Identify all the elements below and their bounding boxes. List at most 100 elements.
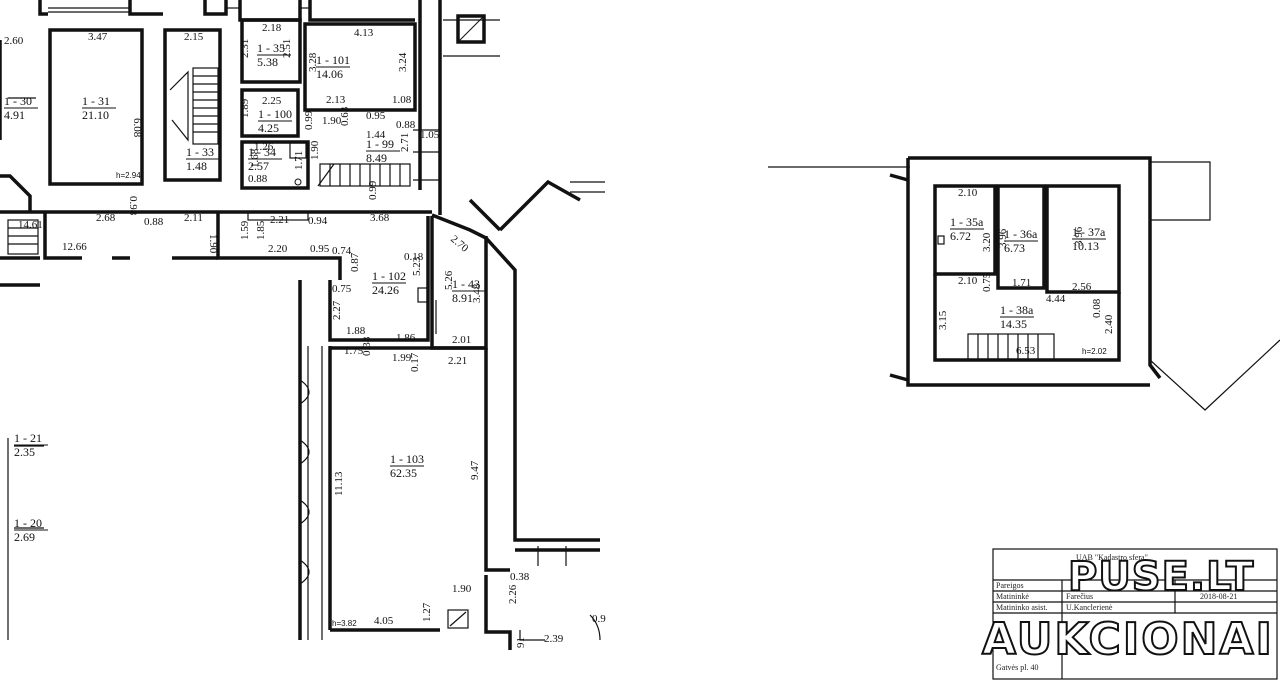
room-area-label: 4.91 (4, 108, 25, 122)
room-area-label: 24.26 (372, 283, 399, 297)
room-area-label: 5.38 (257, 55, 278, 69)
dimension-label: 2.26 (507, 584, 519, 604)
dimension-label: 1.90 (452, 583, 472, 595)
room-area-label: 2.35 (14, 445, 35, 459)
room-id-label: 1 - 35a (950, 215, 984, 229)
dimension-label: 3.68 (370, 212, 390, 224)
room-area-label: 6.73 (1004, 241, 1025, 255)
watermark-line2: AUKCIONAI (981, 613, 1274, 666)
dimension-label: 1.68 (249, 148, 261, 168)
room-area-label: 4.25 (258, 121, 279, 135)
title-block-assistant-label: Matininko asist. (996, 603, 1048, 612)
room-id-label: 1 - 99 (366, 137, 394, 151)
dimension-label: 0.88 (144, 216, 164, 228)
room-area-label: 10.13 (1072, 239, 1099, 253)
left-plan-details (7, 7, 605, 641)
title-block-assistant-value: U.Kanclerienė (1066, 603, 1113, 612)
room-area-label: 6.72 (950, 229, 971, 243)
dimension-label: 3.96 (997, 228, 1009, 248)
dimension-label: 3.15 (937, 310, 949, 330)
dimension-label: 0.9 (592, 613, 606, 625)
dimension-label: 2.20 (268, 243, 288, 255)
room-area-label: 1.48 (186, 159, 207, 173)
dimension-label: 1.05 (420, 129, 440, 141)
dimension-label: 4.05 (374, 615, 394, 627)
dimension-label: 5.26 (443, 270, 455, 290)
dimension-label: 0.95 (366, 110, 386, 122)
dimension-label: 2.70 (448, 233, 471, 255)
dimension-label: h=3.82 (332, 619, 357, 628)
dimension-label: 0.98 (127, 196, 139, 216)
dimension-label: 2.25 (262, 95, 282, 107)
dimension-label: 1.27 (421, 602, 433, 622)
room-id-label: 1 - 103 (390, 452, 424, 466)
room-id-label: 1 - 21 (14, 431, 42, 445)
dimension-label: 0.88 (396, 119, 416, 131)
dimension-label: 0.75 (981, 272, 993, 292)
dimension-label: 2.27 (331, 300, 343, 320)
dimension-label: 1.88 (346, 325, 366, 337)
dimension-label: 1.71 (1012, 277, 1031, 289)
dimension-label: 0.38 (361, 336, 373, 356)
watermark-line1: PUSE.LT (1067, 553, 1255, 601)
left-plan-walls (0, 0, 600, 650)
room-id-label: 1 - 33 (186, 145, 214, 159)
dimension-label: 0.63 (339, 106, 351, 126)
dimension-label: 3.20 (981, 232, 993, 252)
title-block-bottom-label: Gatvės pl. 40 (996, 663, 1038, 672)
room-area-label: 2.69 (14, 530, 35, 544)
dimension-label: 12.66 (62, 241, 87, 253)
dimension-label: 1.86 (396, 332, 416, 344)
dimension-label: 1.90 (309, 140, 321, 160)
dimension-label: 0.08 (1091, 298, 1103, 318)
room-id-label: 1 - 43 (452, 277, 480, 291)
dimension-label: 3.47 (88, 31, 108, 43)
dimension-label: 1.90 (207, 234, 219, 254)
dimension-label: 2.51 (281, 39, 293, 58)
dimension-label: 1.08 (392, 94, 412, 106)
room-area-label: 14.35 (1000, 317, 1027, 331)
room-area-label: 2.57 (248, 159, 269, 173)
dimension-label: 0.74 (332, 245, 352, 257)
dimension-label: 1.85 (255, 220, 267, 240)
room-id-label: 1 - 37a (1072, 225, 1106, 239)
dimension-label: 2.21 (448, 355, 467, 367)
dimension-label: 0.75 (332, 283, 352, 295)
dimension-label: 2.21 (270, 214, 289, 226)
dimension-label: 2.15 (184, 31, 204, 43)
dimension-label: 1.75 (344, 345, 364, 357)
dimension-label: 1.90 (322, 115, 342, 127)
dimension-label: 5.23 (411, 256, 423, 276)
room-id-label: 1 - 31 (82, 94, 110, 108)
dimension-label: 2.60 (4, 35, 24, 47)
dimension-label: 3.96 (1073, 226, 1085, 246)
dimension-label: 91 (515, 637, 527, 648)
dimension-label: 11.13 (333, 471, 345, 496)
right-plan-walls (768, 156, 1280, 411)
dimension-label: 2.40 (1103, 314, 1115, 334)
dimension-label: 2.11 (184, 212, 203, 224)
dimension-label: h=2.94 (116, 171, 141, 180)
dimension-label: 3.48 (471, 283, 483, 303)
dimension-label: 1.26 (254, 141, 274, 153)
dimension-label: 2.10 (958, 187, 978, 199)
dimension-label: 4.44 (1046, 293, 1066, 305)
dimension-label: 2.39 (544, 633, 564, 645)
room-id-label: 1 - 35 (257, 41, 285, 55)
dimension-label: 3.24 (397, 52, 409, 72)
dimension-label: 2.10 (958, 275, 978, 287)
room-area-label: 62.35 (390, 466, 417, 480)
room-area-label: 8.91 (452, 291, 473, 305)
title-block-matininke-value: Farečius (1066, 592, 1093, 601)
dimension-label: 2.31 (239, 39, 251, 58)
dimension-label: 2.56 (1072, 281, 1092, 293)
dimension-label: 2.18 (262, 22, 282, 34)
title-block-pareigos-label: Pareigos (996, 581, 1024, 590)
dimension-label: h=2.02 (1082, 347, 1107, 356)
room-id-label: 1 - 101 (316, 53, 350, 67)
room-area-label: 14.06 (316, 67, 343, 81)
dimension-label: 0.88 (248, 173, 268, 185)
dimension-label: 0.18 (404, 251, 424, 263)
room-id-label: 1 - 38a (1000, 303, 1034, 317)
